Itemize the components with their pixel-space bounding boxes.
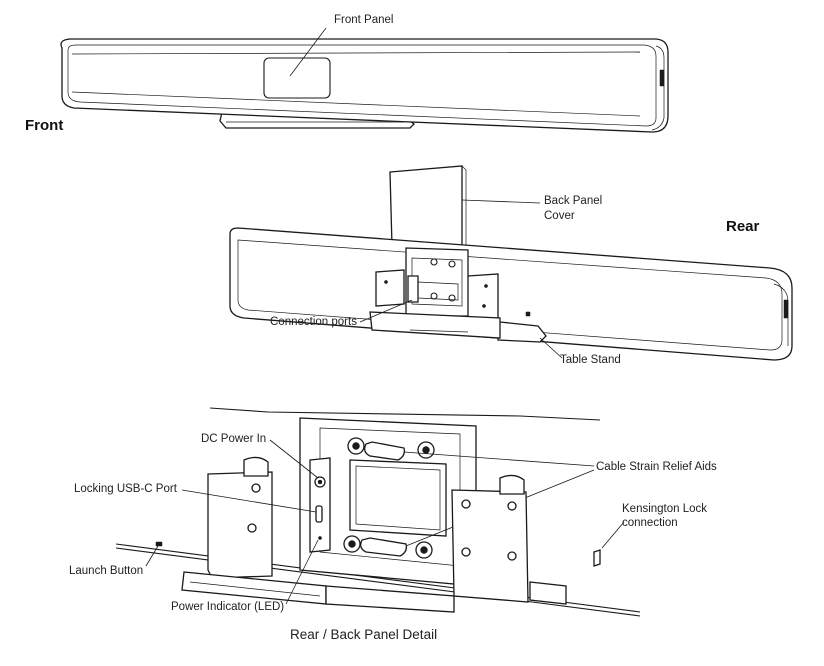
callout-kensington-1: Kensington Lock [622,503,708,515]
power-led [318,536,322,540]
launch-button-mark [155,541,163,547]
kensington-slot [593,549,601,567]
callout-front-panel: Front Panel [334,14,394,26]
callout-connection-ports: Connection ports [270,316,357,328]
callout-locking-usbc: Locking USB-C Port [74,483,177,495]
back-panel-cover [389,165,463,251]
front-bar-body [60,38,669,133]
strain-relief-top [364,441,406,461]
callout-back-panel-cover-1: Back Panel [544,195,603,207]
detail-left-bracket [207,471,273,579]
label-rear: Rear [726,218,760,235]
rear-bar-body [229,227,793,361]
callout-table-stand: Table Stand [560,354,621,366]
figure-caption: Rear / Back Panel Detail [290,627,438,642]
rear-view-bar [229,165,793,361]
callout-dc-power-in: DC Power In [201,433,267,445]
callout-launch-button: Launch Button [69,565,144,577]
callout-power-indicator: Power Indicator (LED) [171,601,285,613]
front-view-bar [60,27,669,133]
callout-back-panel-cover-2: Cover [544,210,575,222]
usbc-port [315,505,323,523]
callout-cable-strain-relief: Cable Strain Relief Aids [596,461,717,473]
front-camera-window [263,57,331,99]
rear-detail-view [115,407,641,617]
label-front: Front [25,117,64,134]
callout-kensington-2: connection [622,517,678,529]
